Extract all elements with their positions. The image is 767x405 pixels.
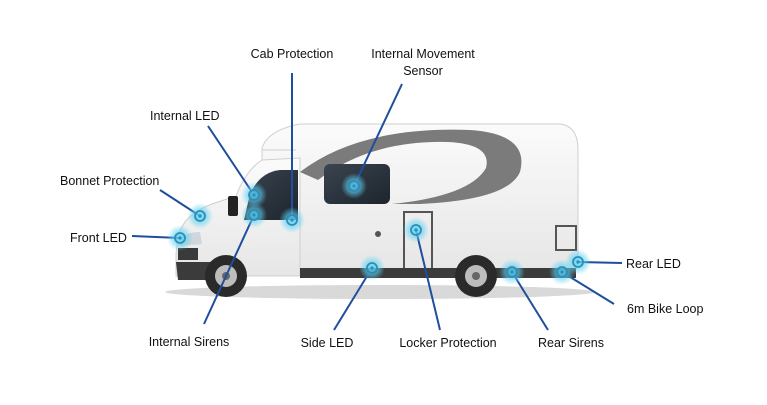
label-rear-led: Rear LED (626, 257, 681, 271)
label-6m-bike-loop: 6m Bike Loop (627, 302, 704, 316)
sensor-icon (279, 207, 305, 233)
leader-internal-sirens (203, 214, 255, 325)
label-front-led: Front LED (70, 231, 127, 245)
label-rear-sirens: Rear Sirens (538, 336, 604, 350)
sensor-icon (187, 203, 213, 229)
leader-internal-movement (353, 83, 403, 187)
leader-locker-protection (415, 229, 441, 331)
sensor-icon (167, 225, 193, 251)
sensor-icon (565, 249, 591, 275)
sensor-icon (241, 182, 267, 208)
sensor-icon (499, 259, 525, 285)
label-side-led: Side LED (300, 336, 354, 350)
label-internal-movement-sensor-line1: Internal Movement (371, 47, 475, 61)
sensor-icon (403, 217, 429, 243)
sensor-icon (359, 255, 385, 281)
label-internal-led: Internal LED (150, 109, 220, 123)
leader-internal-led (207, 125, 255, 196)
sensors (167, 173, 591, 285)
sensor-icon (241, 202, 267, 228)
label-bonnet-protection: Bonnet Protection (60, 174, 160, 188)
sensor-icon (341, 173, 367, 199)
label-internal-sirens: Internal Sirens (148, 335, 230, 349)
label-cab-protection: Cab Protection (250, 47, 334, 61)
label-internal-movement-sensor-line2: Sensor (403, 64, 443, 78)
label-locker-protection: Locker Protection (399, 336, 497, 350)
